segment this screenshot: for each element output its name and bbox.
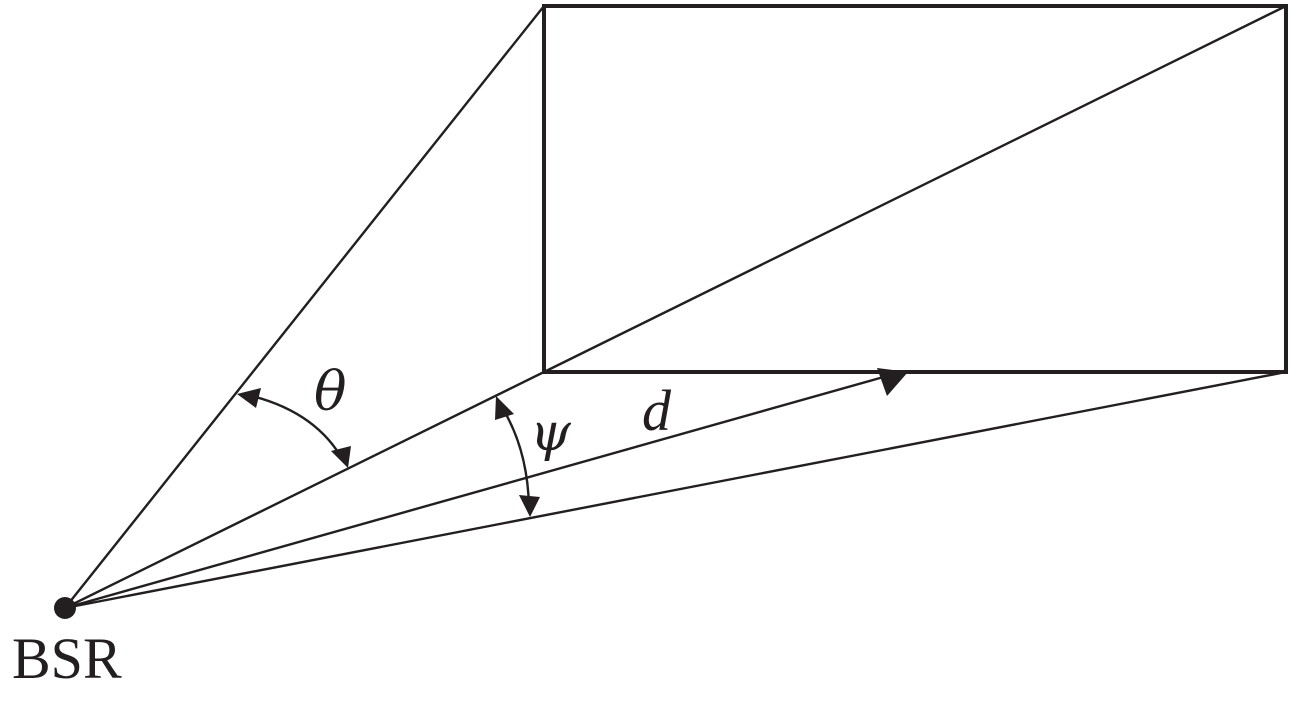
psi-arrowhead-bottom	[519, 495, 540, 517]
ray-to-bottom-left-corner	[63, 370, 546, 610]
psi-arrowhead-top	[495, 396, 514, 420]
target-rectangle	[542, 4, 1288, 374]
psi-label: ψ	[530, 403, 572, 463]
distance-arrowhead	[877, 368, 908, 396]
ray-to-bottom-right-corner	[63, 370, 1288, 610]
bsr-point	[54, 597, 76, 619]
bsr-label: BSR	[12, 626, 122, 691]
theta-arrowhead-top	[237, 388, 261, 408]
theta-label: θ	[314, 360, 347, 423]
ray-to-top-left-corner	[63, 4, 546, 610]
rectangle-diagonal	[542, 4, 1288, 374]
psi-angle-arc	[498, 403, 531, 509]
distance-label: d	[642, 378, 672, 443]
theta-arrowhead-bottom	[331, 446, 351, 468]
ray-distance-d	[63, 376, 882, 610]
